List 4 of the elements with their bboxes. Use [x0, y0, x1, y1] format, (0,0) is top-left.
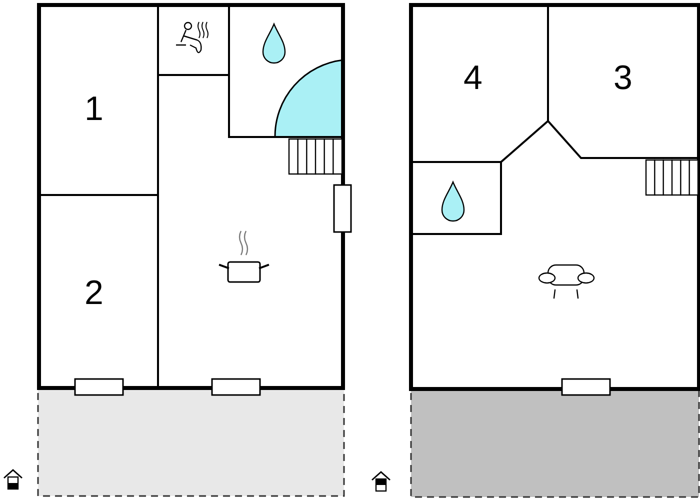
room-number: 4	[464, 59, 482, 97]
room-number: 3	[614, 59, 632, 97]
room-number: 1	[84, 90, 104, 128]
room-number: 2	[84, 274, 104, 312]
